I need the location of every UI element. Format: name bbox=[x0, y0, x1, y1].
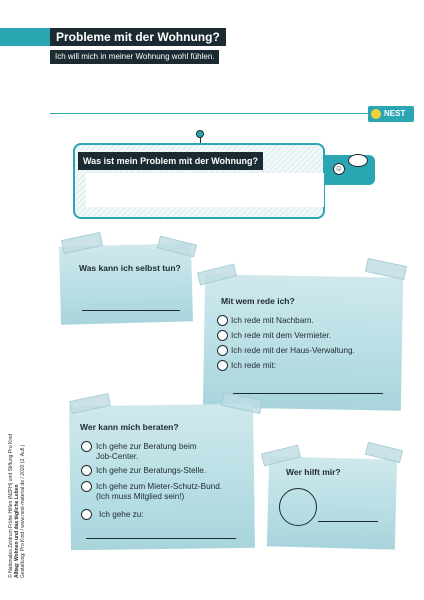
pin-stem bbox=[199, 137, 201, 145]
note-advice-answer-line[interactable] bbox=[86, 538, 236, 539]
option-label: Ich rede mit Nachbarn. bbox=[231, 316, 314, 325]
note-help-answer-line[interactable] bbox=[318, 521, 378, 522]
note-talk bbox=[202, 274, 404, 411]
note-help-heading: Wer hilft mir? bbox=[286, 467, 341, 477]
problem-board-heading: Was ist mein Problem mit der Wohnung? bbox=[78, 152, 264, 170]
smiley-icon: ☺ bbox=[333, 163, 345, 175]
photo-circle[interactable] bbox=[279, 488, 317, 526]
option-label: Ich gehe zu: bbox=[99, 510, 144, 519]
option-label: Ich gehe zur Beratungs-Stelle. bbox=[96, 466, 207, 475]
header-divider bbox=[50, 113, 370, 114]
option-label: Ich gehe zum Mieter-Schutz-Bund. bbox=[96, 482, 223, 491]
copyright-line-3: Gestaltung: Pro Kind / www.nest-material… bbox=[20, 444, 26, 578]
option-checkbox[interactable] bbox=[217, 345, 228, 356]
page-title: Probleme mit der Wohnung? bbox=[50, 28, 226, 46]
speech-bubble-icon bbox=[348, 154, 368, 167]
option-checkbox[interactable] bbox=[81, 441, 92, 452]
option-label-cont: Job-Center. bbox=[96, 452, 139, 461]
header-accent-bar bbox=[0, 28, 50, 46]
option-checkbox[interactable] bbox=[217, 330, 228, 341]
option-label-cont: (Ich muss Mitglied sein!) bbox=[96, 492, 185, 501]
note-self-answer-line[interactable] bbox=[82, 310, 180, 311]
note-advice-heading: Wer kann mich beraten? bbox=[80, 422, 179, 432]
page-subtitle: Ich will mich in meiner Wohnung wohl füh… bbox=[50, 50, 220, 64]
nest-logo: NEST bbox=[368, 106, 414, 122]
pin-icon bbox=[196, 130, 204, 138]
copyright-sidebar: © Nationales Zentrum Frühe Hilfen (NZFH)… bbox=[8, 398, 26, 578]
option-checkbox[interactable] bbox=[217, 360, 228, 371]
note-self bbox=[59, 243, 193, 325]
option-checkbox[interactable] bbox=[81, 509, 92, 520]
option-label: Ich rede mit der Haus-Verwaltung. bbox=[231, 346, 355, 355]
option-checkbox[interactable] bbox=[81, 481, 92, 492]
logo-dot-icon bbox=[371, 109, 381, 119]
option-checkbox[interactable] bbox=[81, 465, 92, 476]
option-label: Ich gehe zur Beratung beim bbox=[96, 442, 197, 451]
note-self-heading: Was kann ich selbst tun? bbox=[79, 263, 181, 273]
logo-text: NEST bbox=[384, 109, 406, 118]
note-talk-answer-line[interactable] bbox=[233, 393, 383, 394]
option-label: Ich rede mit: bbox=[231, 361, 277, 370]
note-talk-heading: Mit wem rede ich? bbox=[221, 296, 295, 306]
option-checkbox[interactable] bbox=[217, 315, 228, 326]
problem-answer-field[interactable] bbox=[86, 173, 324, 207]
option-label: Ich rede mit dem Vermieter. bbox=[231, 331, 332, 340]
